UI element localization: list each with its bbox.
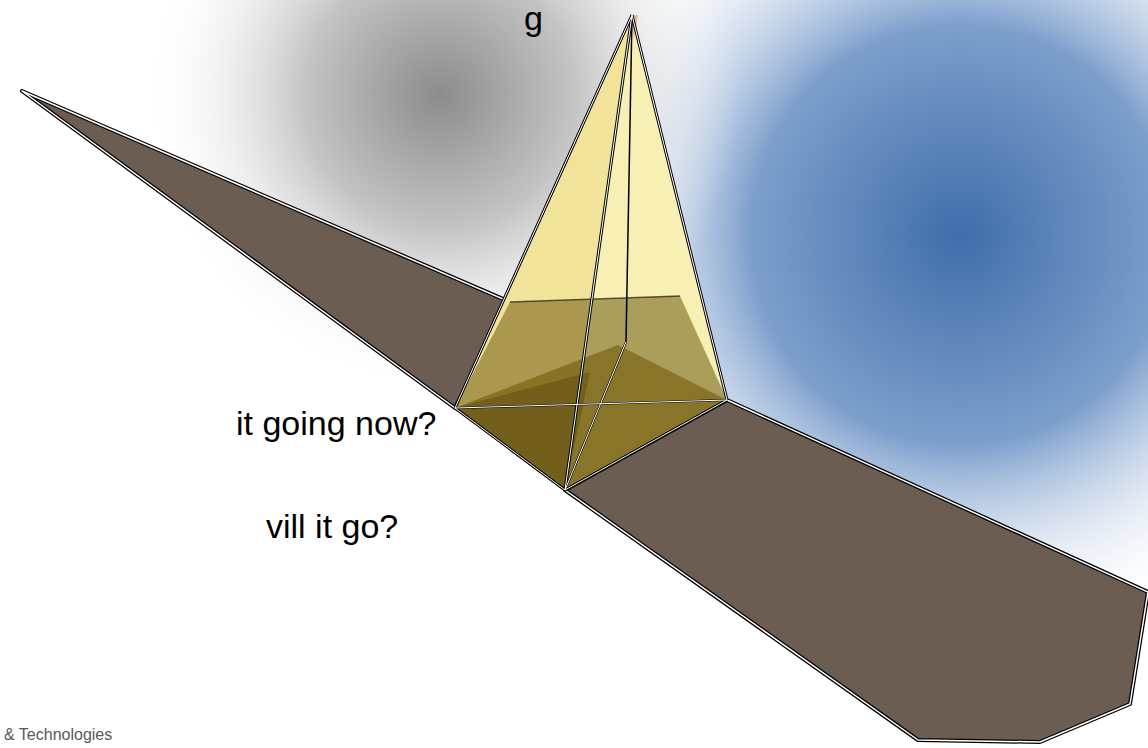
- footer-text: & Technologies: [4, 726, 112, 744]
- pyramid: [455, 15, 727, 490]
- bullet-text: it going now?: [236, 405, 436, 442]
- bullet-text: vill it go?: [266, 508, 398, 545]
- cut-heading: g: [524, 0, 543, 37]
